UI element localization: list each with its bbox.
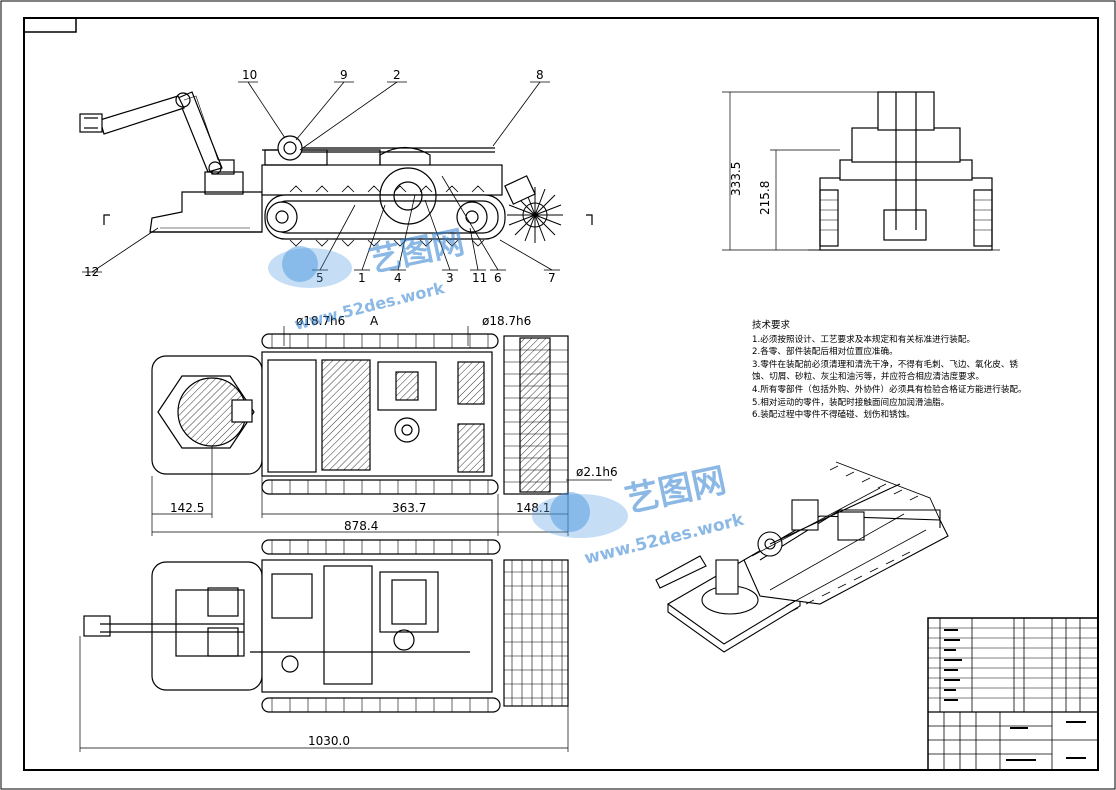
end-view-dimensions — [722, 91, 878, 251]
dim-142: 142.5 — [170, 501, 204, 515]
watermark-logo-bottom — [532, 492, 628, 538]
tech-req-item: 2.各零、部件装配后相对位置应准确。 — [752, 347, 898, 358]
part-label-7: 7 — [548, 271, 556, 285]
tech-req-title: 技术要求 — [752, 320, 791, 331]
tech-req-item: 蚀、切屑、砂粒、灰尘和油污等，并应符合相应清洁度要求。 — [752, 372, 985, 383]
part-label-11: 11 — [472, 271, 487, 285]
corner-tab — [24, 18, 77, 33]
part-label-2: 2 — [393, 68, 401, 82]
title-block — [927, 617, 1099, 771]
dim-shaft-fit-left: ø18.7h6 — [296, 314, 345, 328]
technical-requirements: 技术要求 1.必须按照设计、工艺要求及本规定和有关标准进行装配。 2.各零、部件… — [752, 320, 1052, 422]
tech-req-item: 4.所有零部件（包括外购、外协件）必须具有检验合格证方能进行装配。 — [752, 384, 1027, 395]
drawing-frame — [23, 17, 1099, 771]
tech-req-item: 5.相对运动的零件，装配时接触面间应加润滑油脂。 — [752, 397, 950, 408]
section-mark: A — [370, 314, 379, 328]
watermark-brand-bottom: 艺图网 — [622, 460, 730, 520]
part-label-3: 3 — [446, 271, 454, 285]
plan-section-view — [151, 333, 569, 495]
tech-req-item: 6.装配过程中零件不得磕碰、划伤和锈蚀。 — [752, 410, 915, 421]
dim-363: 363.7 — [392, 501, 426, 515]
part-label-9: 9 — [340, 68, 348, 82]
part-label-5: 5 — [316, 271, 324, 285]
side-elevation-view — [79, 91, 593, 247]
part-label-4: 4 — [394, 271, 402, 285]
tech-req-item: 3.零件在装配前必须清理和清洗干净，不得有毛刺、飞边、氧化皮、锈 — [752, 359, 1019, 370]
dim-pin-fit: ø2.1h6 — [576, 465, 618, 479]
part-label-1: 1 — [358, 271, 366, 285]
plan-overall-dimension — [79, 636, 569, 752]
dim-height-body: 215.8 — [758, 181, 772, 215]
part-label-8: 8 — [536, 68, 544, 82]
dim-1030: 1030.0 — [308, 734, 350, 748]
part-label-12: 12 — [84, 265, 99, 279]
dim-shaft-fit-right: ø18.7h6 — [482, 314, 531, 328]
dim-878: 878.4 — [344, 519, 378, 533]
plan-dimensions — [151, 326, 612, 536]
top-plan-view — [83, 539, 569, 713]
tech-req-item: 1.必须按照设计、工艺要求及本规定和有关标准进行装配。 — [752, 334, 976, 345]
dim-148: 148.1 — [516, 501, 550, 515]
end-elevation-view — [808, 91, 1000, 251]
part-label-6: 6 — [494, 271, 502, 285]
watermark-logo-top — [268, 246, 352, 288]
part-label-10: 10 — [242, 68, 257, 82]
isometric-view — [655, 461, 949, 653]
dim-height-total: 333.5 — [729, 162, 743, 196]
part-leaders — [82, 81, 560, 273]
